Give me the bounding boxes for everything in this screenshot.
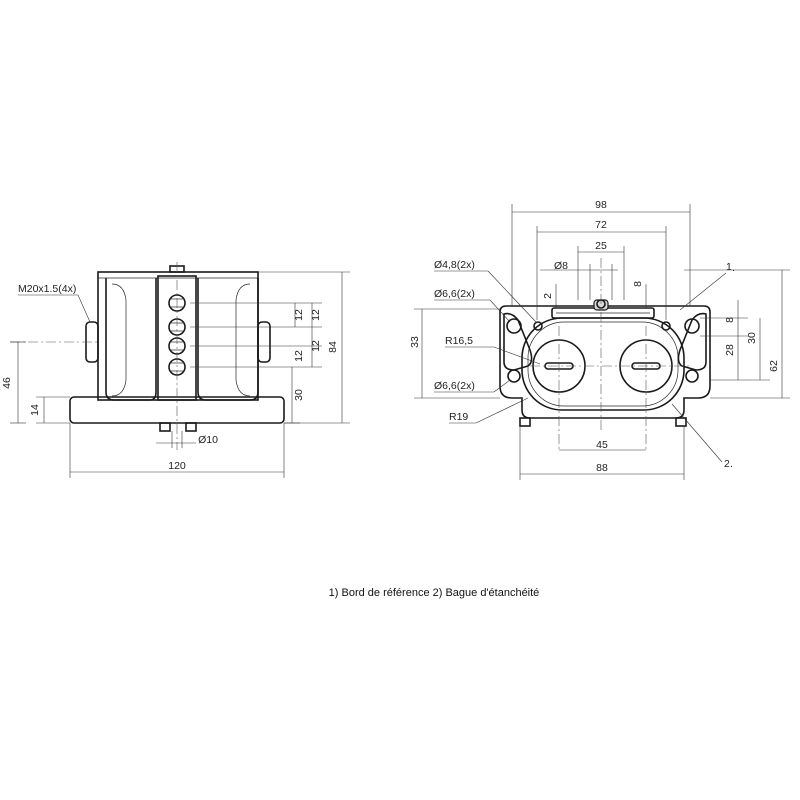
- callout-1: 1: [726, 261, 732, 273]
- front-hole-bl: [507, 369, 521, 383]
- radius-19: R19: [449, 411, 468, 423]
- hole-label-48: Ø4,8(2x): [434, 259, 475, 271]
- front-hole-tl: [506, 318, 522, 334]
- front-hole-br: [685, 369, 699, 383]
- dim-72: 72: [595, 219, 607, 231]
- dim-diam8: Ø8: [554, 260, 568, 272]
- dim-14: 14: [29, 404, 41, 416]
- thread-label: M20x1.5(4x): [18, 283, 76, 295]
- dim-12-b: 12: [310, 309, 322, 321]
- callout-2: 2: [724, 458, 730, 470]
- side-gland-right: [257, 321, 271, 363]
- dim-84: 84: [327, 341, 339, 353]
- dim-30-side: 30: [293, 389, 305, 401]
- radius-165: R16,5: [445, 335, 473, 347]
- dim-62: 62: [768, 360, 780, 372]
- dim-8-right: 8: [724, 317, 736, 323]
- dim-12-c: 12: [310, 340, 322, 352]
- svg-text:.: .: [730, 458, 733, 470]
- dim-12-d: 12: [293, 350, 305, 362]
- front-view: 98 72 25 Ø8 2 8 Ø4,8(2x) Ø6,6(2x) Ø6,6(2…: [409, 199, 790, 480]
- side-body: [97, 271, 259, 401]
- hole-label-66-top: Ø6,6(2x): [434, 288, 475, 300]
- legend-caption: 1) Bord de référence 2) Bague d'étanchéi…: [329, 587, 540, 599]
- dim-45: 45: [596, 439, 608, 451]
- dim-diam10: Ø10: [198, 434, 218, 446]
- dim-28: 28: [724, 344, 736, 356]
- dim-88: 88: [596, 462, 608, 474]
- dim-46: 46: [1, 377, 13, 389]
- dim-98: 98: [595, 199, 607, 211]
- dim-33: 33: [409, 336, 421, 348]
- dim-120: 120: [168, 460, 186, 472]
- side-view: 120 Ø10 46 14 M20x1.5(4x) 12 12 12 12: [1, 262, 350, 478]
- dim-2: 2: [542, 293, 554, 299]
- dim-12-a: 12: [293, 309, 305, 321]
- front-hole-tr: [684, 318, 700, 334]
- svg-text:.: .: [732, 262, 735, 274]
- dim-8-top: 8: [632, 281, 644, 287]
- side-right-housing: [197, 278, 259, 401]
- dim-25: 25: [595, 240, 607, 252]
- front-housing: [499, 305, 711, 419]
- dim-30-front: 30: [746, 332, 758, 344]
- side-left-housing: [105, 278, 157, 401]
- hole-label-66-bottom: Ø6,6(2x): [434, 380, 475, 392]
